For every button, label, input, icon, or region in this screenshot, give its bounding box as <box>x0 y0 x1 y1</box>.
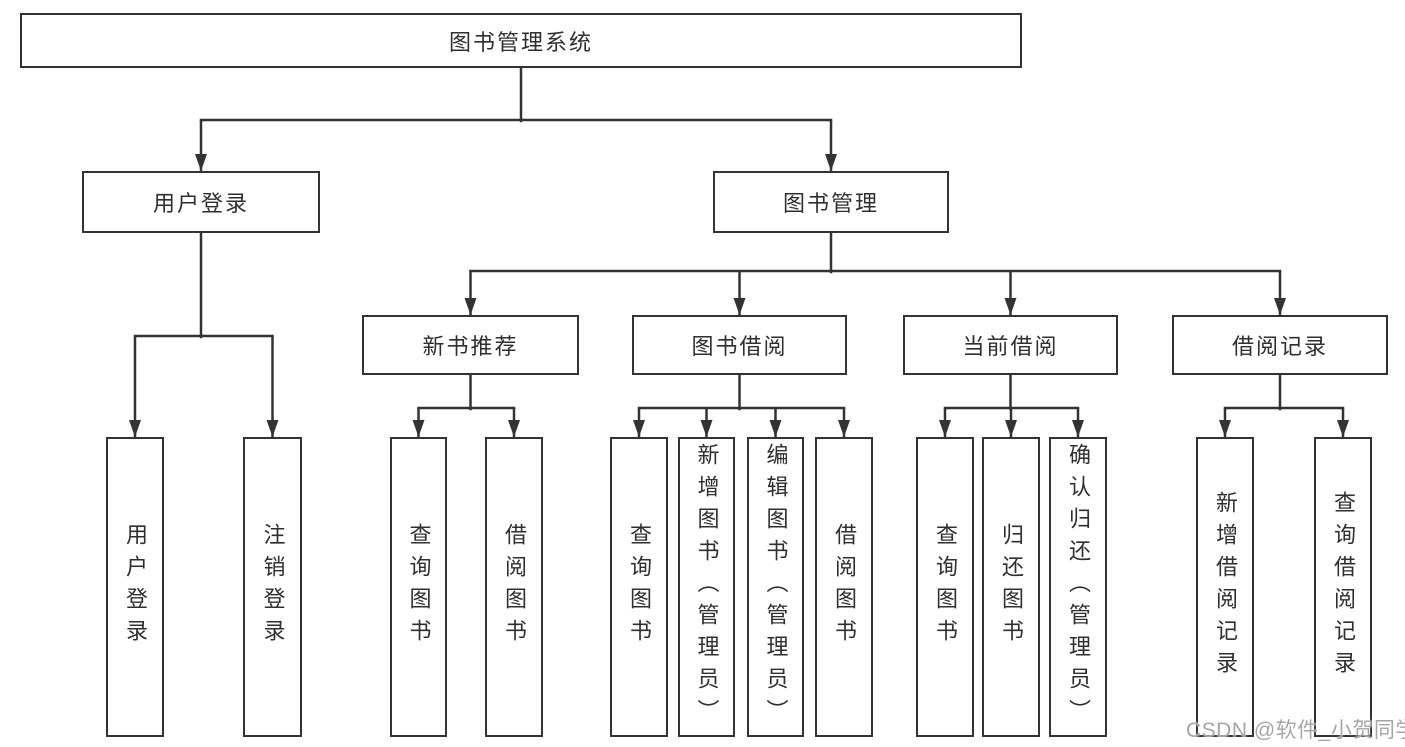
node-user-login: 用户登录 <box>82 171 320 233</box>
leaf-user-login: 用户登录 <box>106 437 164 737</box>
node-root-system: 图书管理系统 <box>20 13 1022 68</box>
leaf-borrow-book-recommend-label: 借阅图书 <box>502 523 527 651</box>
leaf-borrow-book-recommend: 借阅图书 <box>485 437 543 737</box>
leaf-query-book-borrowing-label: 查询图书 <box>627 523 652 651</box>
node-book-management-label: 图书管理 <box>782 191 879 216</box>
node-current-borrowing-label: 当前借阅 <box>962 334 1059 359</box>
leaf-edit-book-admin: 编辑图书（管理员） <box>747 437 804 737</box>
node-user-login-label: 用户登录 <box>152 191 249 216</box>
leaf-query-book-recommend-label: 查询图书 <box>406 523 432 651</box>
leaf-return-book: 归还图书 <box>982 437 1040 737</box>
csdn-watermark: CSDN @软件_小贺同学 <box>1186 719 1405 742</box>
node-book-management: 图书管理 <box>713 171 949 233</box>
node-current-borrowing: 当前借阅 <box>903 315 1118 375</box>
leaf-query-book-recommend: 查询图书 <box>390 437 447 737</box>
leaf-edit-book-admin-label: 编辑图书（管理员） <box>763 443 789 731</box>
leaf-return-book-label: 归还图书 <box>999 523 1024 651</box>
node-borrow-records-label: 借阅记录 <box>1231 334 1328 359</box>
leaf-query-book-borrowing: 查询图书 <box>610 437 668 737</box>
connector-buses <box>133 66 1345 411</box>
leaf-confirm-return-admin-label: 确认归还（管理员） <box>1066 443 1091 731</box>
node-book-borrowing: 图书借阅 <box>632 315 847 375</box>
leaf-query-book-current-label: 查询图书 <box>933 523 958 651</box>
leaf-confirm-return-admin: 确认归还（管理员） <box>1049 437 1107 737</box>
leaf-logout-label: 注销登录 <box>260 523 286 651</box>
node-new-book-recommend: 新书推荐 <box>362 315 579 375</box>
leaf-add-book-admin-label: 新增图书（管理员） <box>694 443 720 731</box>
leaf-add-borrow-record-label: 新增借阅记录 <box>1213 491 1238 683</box>
leaf-query-borrow-record-label: 查询借阅记录 <box>1331 491 1356 683</box>
node-root-system-label: 图书管理系统 <box>448 29 593 55</box>
leaf-add-borrow-record: 新增借阅记录 <box>1196 437 1254 737</box>
node-new-book-recommend-label: 新书推荐 <box>422 334 519 359</box>
leaf-query-book-current: 查询图书 <box>916 437 974 737</box>
leaf-user-login-label: 用户登录 <box>123 523 148 651</box>
leaf-logout: 注销登录 <box>243 437 302 737</box>
leaf-query-borrow-record: 查询借阅记录 <box>1314 437 1372 737</box>
leaf-add-book-admin: 新增图书（管理员） <box>678 437 735 737</box>
node-borrow-records: 借阅记录 <box>1172 315 1388 375</box>
leaf-borrow-book: 借阅图书 <box>815 437 873 737</box>
leaf-borrow-book-label: 借阅图书 <box>832 523 857 651</box>
node-book-borrowing-label: 图书借阅 <box>691 334 788 359</box>
